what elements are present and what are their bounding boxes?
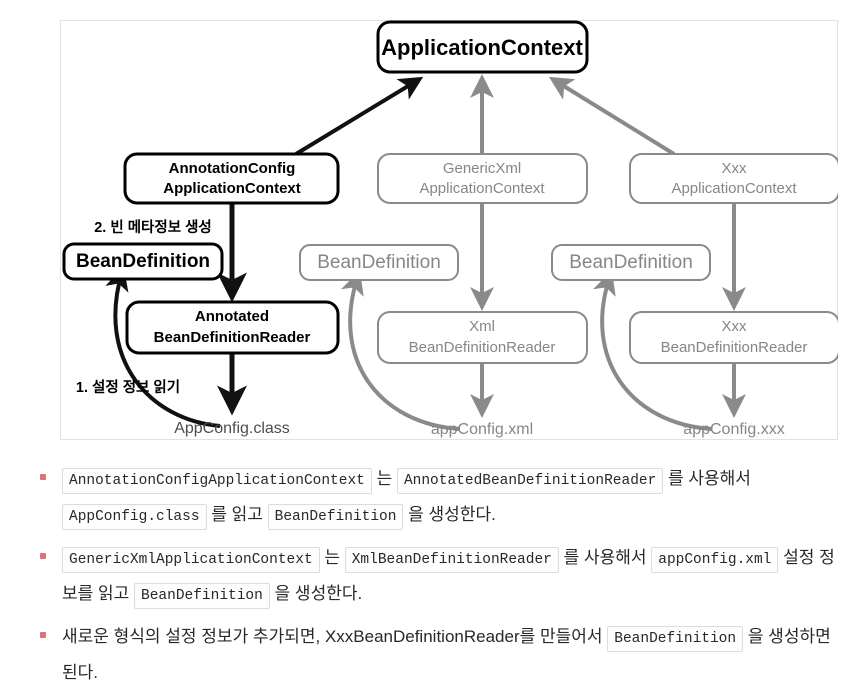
edge-appconfigclass-to-beandefinition xyxy=(105,266,221,428)
node-beandefinition-right-label: BeanDefinition xyxy=(569,252,693,273)
edge-appconfigxml-to-beandefinition xyxy=(340,270,461,431)
inline-code: AppConfig.class xyxy=(62,504,207,530)
architecture-diagram: ApplicationContext AnnotationConfig Appl… xyxy=(62,20,838,438)
node-beandefinition-right: BeanDefinition xyxy=(551,244,711,281)
node-annotationconfig-applicationcontext-label-line1: AnnotationConfig xyxy=(169,160,296,177)
inline-code: appConfig.xml xyxy=(651,547,779,573)
node-xxx-applicationcontext: Xxx ApplicationContext xyxy=(629,153,838,204)
note-text-run: 는 xyxy=(371,469,397,488)
bullet-icon xyxy=(40,474,46,480)
note-body-3: 새로운 형식의 설정 정보가 추가되면, XxxBeanDefinitionRe… xyxy=(62,626,831,682)
edge-annotationconfigctx-to-applicationcontext xyxy=(294,76,424,156)
node-beandefinition-left: BeanDefinition xyxy=(62,242,224,281)
list-item: GenericXmlApplicationContext 는 XmlBeanDe… xyxy=(18,541,836,613)
label-step1: 1. 설정 정보 읽기 xyxy=(76,378,180,396)
note-text-run: 설정 정보를 읽고 xyxy=(62,548,835,603)
inline-code: BeanDefinition xyxy=(134,583,270,609)
node-genericxml-applicationcontext: GenericXml ApplicationContext xyxy=(377,153,588,204)
node-application-context-label: ApplicationContext xyxy=(381,35,583,60)
bullet-icon xyxy=(40,553,46,559)
node-appconfig-xml-label: appConfig.xml xyxy=(431,421,533,438)
page-root: ApplicationContext AnnotationConfig Appl… xyxy=(40,20,838,682)
inline-code: XmlBeanDefinitionReader xyxy=(344,547,559,573)
inline-code: AnnotatedBeanDefinitionReader xyxy=(396,468,664,494)
node-xxx-beandefinitionreader-label-line2: BeanDefinitionReader xyxy=(661,339,808,356)
node-xml-beandefinitionreader-label-line1: Xml xyxy=(469,318,495,335)
label-step2: 2. 빈 메타정보 생성 xyxy=(94,218,212,236)
node-xxx-applicationcontext-label-line2: ApplicationContext xyxy=(671,180,797,197)
diagram-frame xyxy=(60,20,838,440)
node-beandefinition-mid: BeanDefinition xyxy=(299,244,459,281)
node-appconfig-xml: appConfig.xml xyxy=(431,421,533,438)
edge-appconfigxxx-to-beandefinition xyxy=(592,270,713,431)
note-text-run: 새로운 형식의 설정 정보가 추가되면, XxxBeanDefinitionRe… xyxy=(62,627,608,646)
list-item: 새로운 형식의 설정 정보가 추가되면, XxxBeanDefinitionRe… xyxy=(18,620,836,689)
node-xxx-beandefinitionreader-label-line1: Xxx xyxy=(721,318,747,335)
note-text-run: 를 사용해서 xyxy=(558,548,652,567)
node-appconfig-xxx: appConfig.xxx xyxy=(683,421,784,438)
node-genericxml-applicationcontext-label-line2: ApplicationContext xyxy=(419,180,545,197)
node-appconfig-class-label: AppConfig.class xyxy=(174,420,290,437)
note-text-run: 을 생성한다. xyxy=(403,505,496,524)
node-application-context: ApplicationContext xyxy=(376,20,589,74)
node-xxx-applicationcontext-label-line1: Xxx xyxy=(721,160,747,177)
notes-list: AnnotationConfigApplicationContext 는 Ann… xyxy=(0,462,854,696)
node-annotated-beandefinitionreader: Annotated BeanDefinitionReader xyxy=(125,300,340,355)
node-annotated-beandefinitionreader-label-line1: Annotated xyxy=(195,308,269,325)
node-xml-beandefinitionreader: Xml BeanDefinitionReader xyxy=(377,311,588,364)
node-appconfig-xxx-label: appConfig.xxx xyxy=(683,421,784,438)
note-text-run: 는 xyxy=(319,548,345,567)
note-body-2: GenericXmlApplicationContext 는 XmlBeanDe… xyxy=(62,547,835,609)
label-step1-text: 1. 설정 정보 읽기 xyxy=(76,378,180,396)
note-text-run: 을 생성한다. xyxy=(269,584,363,603)
node-beandefinition-mid-label: BeanDefinition xyxy=(317,252,441,273)
list-item: AnnotationConfigApplicationContext 는 Ann… xyxy=(18,462,836,534)
node-annotationconfig-applicationcontext: AnnotationConfig ApplicationContext xyxy=(123,152,340,205)
node-appconfig-class: AppConfig.class xyxy=(174,420,290,437)
note-body-1: AnnotationConfigApplicationContext 는 Ann… xyxy=(62,468,751,530)
inline-code: BeanDefinition xyxy=(267,504,404,530)
node-beandefinition-left-label: BeanDefinition xyxy=(76,251,210,272)
node-xxx-beandefinitionreader: Xxx BeanDefinitionReader xyxy=(629,311,838,364)
note-text-run: 를 사용해서 xyxy=(663,469,751,488)
bullet-icon xyxy=(40,632,46,638)
inline-code: GenericXmlApplicationContext xyxy=(62,547,320,573)
node-genericxml-applicationcontext-label-line1: GenericXml xyxy=(443,160,521,177)
node-annotated-beandefinitionreader-label-line2: BeanDefinitionReader xyxy=(154,329,311,346)
label-step2-text: 2. 빈 메타정보 생성 xyxy=(94,218,212,236)
inline-code: AnnotationConfigApplicationContext xyxy=(62,468,372,494)
node-xml-beandefinitionreader-label-line2: BeanDefinitionReader xyxy=(409,339,556,356)
note-text-run: 를 읽고 xyxy=(206,505,268,524)
edge-xxxctx-to-applicationcontext xyxy=(548,76,676,156)
inline-code: BeanDefinition xyxy=(607,626,744,652)
node-annotationconfig-applicationcontext-label-line2: ApplicationContext xyxy=(163,180,301,197)
